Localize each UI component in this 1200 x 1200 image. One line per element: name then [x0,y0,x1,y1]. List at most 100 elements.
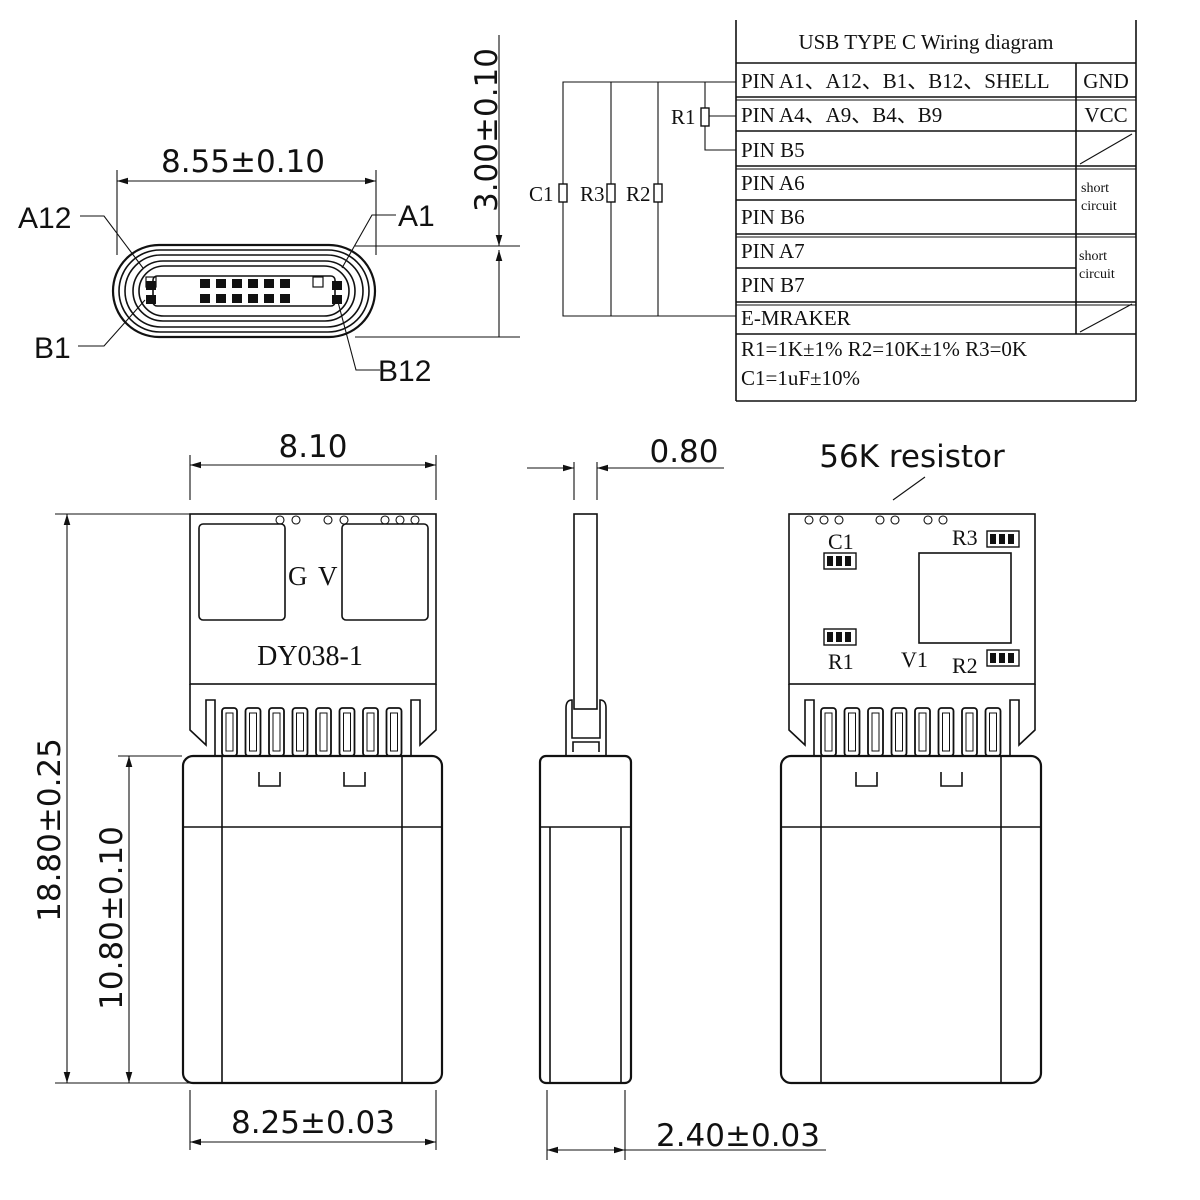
label-r3: R3 [952,525,978,550]
schem-r1-label: R1 [671,105,696,129]
r2-component [986,649,1020,667]
shell-height-dim: 10.80±0.10 [94,826,130,1010]
resistor-callout: 56K resistor [819,439,1005,475]
front-width-dim: 8.55±0.10 [161,144,325,180]
contact-pin [248,279,258,288]
solder-pin-inner [296,712,304,752]
solder-pin-inner [895,712,903,752]
r1-symbol [700,107,710,127]
row-vcc-pins: PIN A4、A9、B4、B9 [741,103,942,127]
contact-pin [332,295,342,304]
r2-symbol [653,183,663,203]
wiring-schematic: R1 C1 R3 R2 [529,81,736,317]
solder-pin-inner [918,712,927,752]
metal-shell-bottom [779,754,1043,1085]
contact-pin [264,279,274,288]
contact-pin [232,279,242,288]
wiring-title: USB TYPE C Wiring diagram [798,30,1053,54]
schem-r3-label: R3 [580,182,605,206]
side-view: 0.80 2.40±0.03 [527,434,826,1160]
solder-pin-inner [942,712,950,752]
label-r2: R2 [952,653,978,678]
r1-component [823,628,857,646]
short-circuit-2a: short [1079,249,1107,264]
contact-pin [232,294,242,303]
pcb-board-bottom [788,513,1036,685]
contact-pin [248,294,258,303]
solder-pin-inner [848,712,856,752]
label-v1: V1 [901,647,928,672]
shell-side [538,754,633,1085]
solder-pin-inner [871,712,880,752]
contact-pin [146,295,156,304]
pcb-board [189,513,437,685]
label-a12: A12 [18,202,71,235]
component-values-2: C1=1uF±10% [741,366,860,390]
c1-component [823,552,857,570]
contact-pin [216,279,226,288]
solder-pin-inner [824,712,833,752]
contact-pin [216,294,226,303]
shell-width-dim: 8.25±0.03 [231,1105,395,1141]
solder-pin-inner [249,712,257,752]
contact-pin [200,279,210,288]
row-b7: PIN B7 [741,273,805,297]
model-number: DY038-1 [257,641,363,672]
shell-thickness-dim: 2.40±0.03 [656,1118,820,1154]
front-view: 8.55±0.10 3.00±0.10 A12 A1 B1 B12 [18,35,520,388]
solder-pin-inner [989,712,997,752]
top-view: 8.10 18.80±0.25 10.80±0.10 G V DY038-1 [32,429,444,1150]
row-a7: PIN A7 [741,239,805,263]
connector-shell-outline [111,243,377,339]
schem-r2-label: R2 [626,182,651,206]
row-emarker: E-MRAKER [741,306,851,330]
row-gnd-pins: PIN A1、A12、B1、B12、SHELL [741,69,1050,93]
label-b1: B1 [34,332,71,365]
schem-c1-label: C1 [529,182,554,206]
solder-pin-inner [272,712,281,752]
connector-tongue [152,275,336,307]
contact-pin [332,281,342,290]
row-a6: PIN A6 [741,171,805,195]
contact-pin [200,294,210,303]
component-values-1: R1=1K±1% R2=10K±1% R3=0K [741,337,1027,361]
row-b5: PIN B5 [741,138,805,162]
overall-height-dim: 18.80±0.25 [32,738,68,922]
solder-pin-inner [366,712,375,752]
solder-pin-inner [965,712,974,752]
contact-pin [280,279,290,288]
short-circuit-2b: circuit [1079,267,1115,282]
r3-component [986,530,1020,548]
short-circuit-1b: circuit [1081,199,1117,214]
corner-pin [312,276,324,288]
pcb-edge [573,513,598,710]
metal-shell [181,754,444,1085]
row-gnd-conn: GND [1083,69,1129,93]
contact-pin [264,294,274,303]
front-pin-array [145,276,342,304]
front-height-dim: 3.00±0.10 [469,48,505,212]
pcb-width-dim: 8.10 [278,429,347,465]
c1-symbol [558,183,568,203]
label-a1: A1 [398,200,435,233]
label-c1: C1 [828,529,854,554]
marking-g: G [288,561,308,591]
pin-row [221,707,403,757]
label-r1: R1 [828,649,854,674]
pin-row-bottom [820,707,1002,757]
solder-pad-vcc [341,523,429,621]
marking-v: V [318,561,338,591]
solder-pin-inner [319,712,328,752]
row-vcc-conn: VCC [1084,103,1127,127]
solder-pin-inner [390,712,398,752]
solder-pin-inner [343,712,351,752]
r3-symbol [606,183,616,203]
bottom-view: 56K resistor C1 R3 R1 V1 R2 [779,439,1043,1085]
contact-pin [280,294,290,303]
row-b6: PIN B6 [741,205,805,229]
solder-pin-inner [225,712,234,752]
short-circuit-1a: short [1081,181,1109,196]
contact-pin [146,281,156,290]
pcb-thickness-dim: 0.80 [649,434,718,470]
